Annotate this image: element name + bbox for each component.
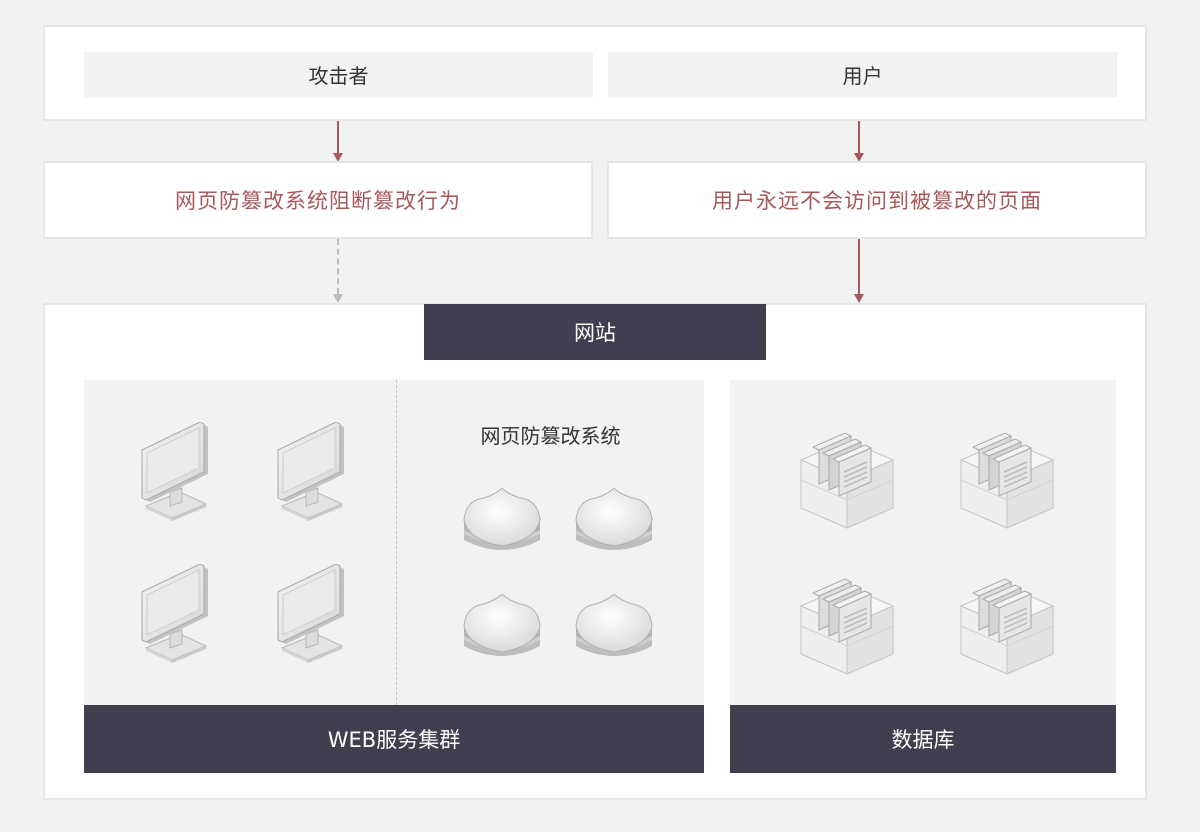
database-footer: 数据库 bbox=[730, 705, 1116, 773]
server-rack-icon bbox=[800, 578, 894, 675]
attacker-arrow-head bbox=[333, 153, 343, 162]
actors-panel: 攻击者 用户 bbox=[43, 25, 1147, 121]
user-result-text: 用户永远不会访问到被篡改的页面 bbox=[712, 189, 1042, 213]
database-area bbox=[730, 380, 1116, 705]
website-panel: 网站 网页防篡改系统 WEB服务集群 数据库 bbox=[43, 303, 1147, 800]
server-rack-icon bbox=[800, 432, 894, 529]
server-rack-icon bbox=[960, 432, 1054, 529]
web-cluster-footer: WEB服务集群 bbox=[84, 705, 704, 773]
monitor-icon bbox=[277, 564, 345, 664]
shield-icon bbox=[463, 488, 541, 551]
web-cluster-area: 网页防篡改系统 bbox=[84, 380, 704, 705]
user-access-arrow-head bbox=[854, 294, 864, 303]
attacker-arrow-line bbox=[337, 121, 339, 153]
user-arrow-head bbox=[854, 153, 864, 162]
monitor-icon bbox=[277, 422, 345, 522]
shield-icon bbox=[463, 594, 541, 657]
cluster-divider bbox=[396, 380, 397, 705]
monitor-icon bbox=[141, 564, 209, 664]
user-arrow-line bbox=[858, 121, 860, 153]
blocked-dashed-arrow-line bbox=[337, 239, 339, 294]
monitor-icon bbox=[141, 422, 209, 522]
user-label: 用户 bbox=[608, 52, 1117, 97]
server-rack-icon bbox=[960, 578, 1054, 675]
attacker-label: 攻击者 bbox=[84, 52, 593, 97]
website-title: 网站 bbox=[424, 304, 766, 360]
tamper-system-label: 网页防篡改系统 bbox=[480, 424, 621, 448]
block-panel: 网页防篡改系统阻断篡改行为 bbox=[43, 161, 593, 239]
shield-icon bbox=[575, 488, 653, 551]
shield-icon bbox=[575, 594, 653, 657]
user-access-arrow-line bbox=[858, 239, 860, 294]
user-result-panel: 用户永远不会访问到被篡改的页面 bbox=[607, 161, 1147, 239]
blocked-dashed-arrow-head bbox=[333, 294, 343, 303]
block-text: 网页防篡改系统阻断篡改行为 bbox=[175, 189, 461, 213]
